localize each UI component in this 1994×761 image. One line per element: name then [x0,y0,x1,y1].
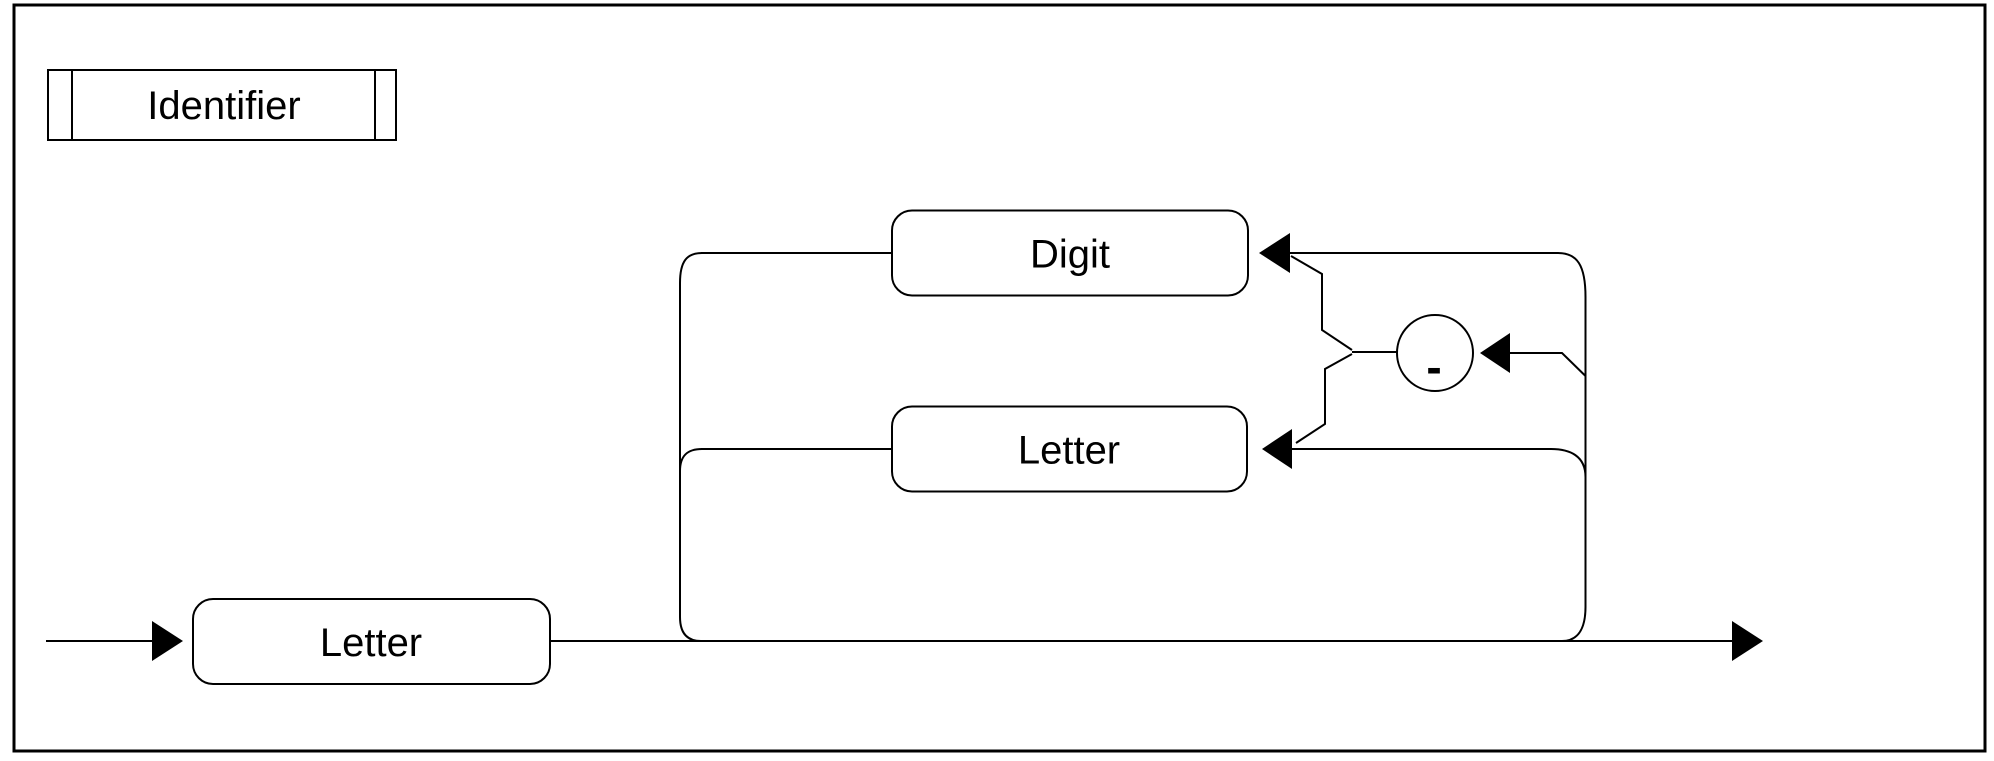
terminal-dash-label: - [1426,341,1441,393]
digit-loop-arrow-icon [1259,233,1290,273]
end-arrow-icon [1732,621,1763,661]
junction-branch-to-letter [1295,353,1353,444]
loop-left-top-curve [679,252,703,284]
node-loop-letter-label: Letter [1018,429,1120,473]
terminal-dash-circle [1396,314,1474,392]
node-loop-letter-box [891,405,1248,493]
rule-title-box-frame [47,69,397,141]
connectors [46,252,1732,642]
start-arrow-icon [152,621,183,661]
letter-row-line-right [1291,448,1587,478]
node-loop-digit-box [891,209,1249,297]
page-border [12,3,1987,753]
digit-row-line-right [1289,252,1587,298]
node-loop-digit: Digit [891,209,1249,297]
loop-left-bottom-curve [679,616,702,642]
loop-right-bottom-curve [1561,606,1587,642]
letter-loop-arrow-icon [1262,429,1292,469]
node-main-letter-box [192,598,551,685]
node-main-letter-label: Letter [320,621,422,665]
node-loop-letter: Letter [891,405,1248,493]
rule-title-box: Identifier [47,69,397,141]
loop-left-mid-curve [679,448,703,472]
rule-title: Identifier [147,84,300,128]
dash-loop-arrow-icon [1480,333,1510,373]
node-loop-digit-label: Digit [1030,233,1110,277]
dash-tail-line [1509,352,1587,377]
node-main-letter: Letter [192,598,551,685]
junction-branch-to-digit [1290,255,1353,351]
terminal-dash-node: - [1396,314,1474,393]
